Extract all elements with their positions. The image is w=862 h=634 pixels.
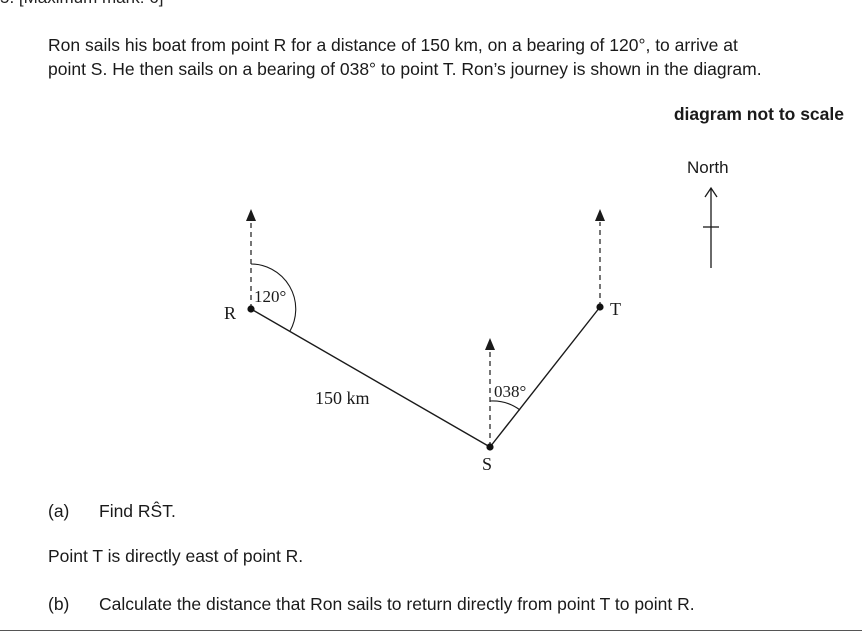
label-s: S [482,454,492,474]
point-s-dot [486,443,494,451]
question-b-text: Calculate the distance that Ron sails to… [99,594,695,614]
label-r: R [224,303,236,323]
intro-line-1: Ron sails his boat from point R for a di… [48,35,738,55]
north-arrowhead-t [595,209,605,221]
north-arrow-icon [703,186,719,268]
question-statement: Point T is directly east of point R. [48,546,304,566]
angle-label-r: 120° [254,287,286,306]
point-t-dot [596,303,604,311]
question-b: (b) Calculate the distance that Ron sails… [48,594,695,615]
question-intro: Ron sails his boat from point R for a di… [48,33,848,81]
path-r-to-s [250,308,491,448]
north-arrowhead-s [485,338,495,350]
north-arrowhead-r [246,209,256,221]
point-r-dot [247,305,255,313]
question-a-tag: (a) [48,501,70,521]
question-b-tag: (b) [48,594,70,614]
page-footer-rule [0,630,862,631]
angle-arc-r [250,263,297,332]
distance-label-rs: 150 km [315,388,370,408]
intro-line-2: point S. He then sails on a bearing of 0… [48,59,762,79]
question-a: (a) Find RŜT. [48,501,176,522]
angle-label-s: 038° [494,382,526,401]
path-s-to-t [489,306,601,448]
angle-arc-s [489,400,521,411]
question-number-header: 5. [Maximum mark: 6] [0,0,163,8]
label-t: T [610,299,621,319]
question-a-text: Find RŜT. [99,501,176,521]
not-to-scale-note: diagram not to scale [673,104,844,124]
north-label: North [687,158,729,177]
